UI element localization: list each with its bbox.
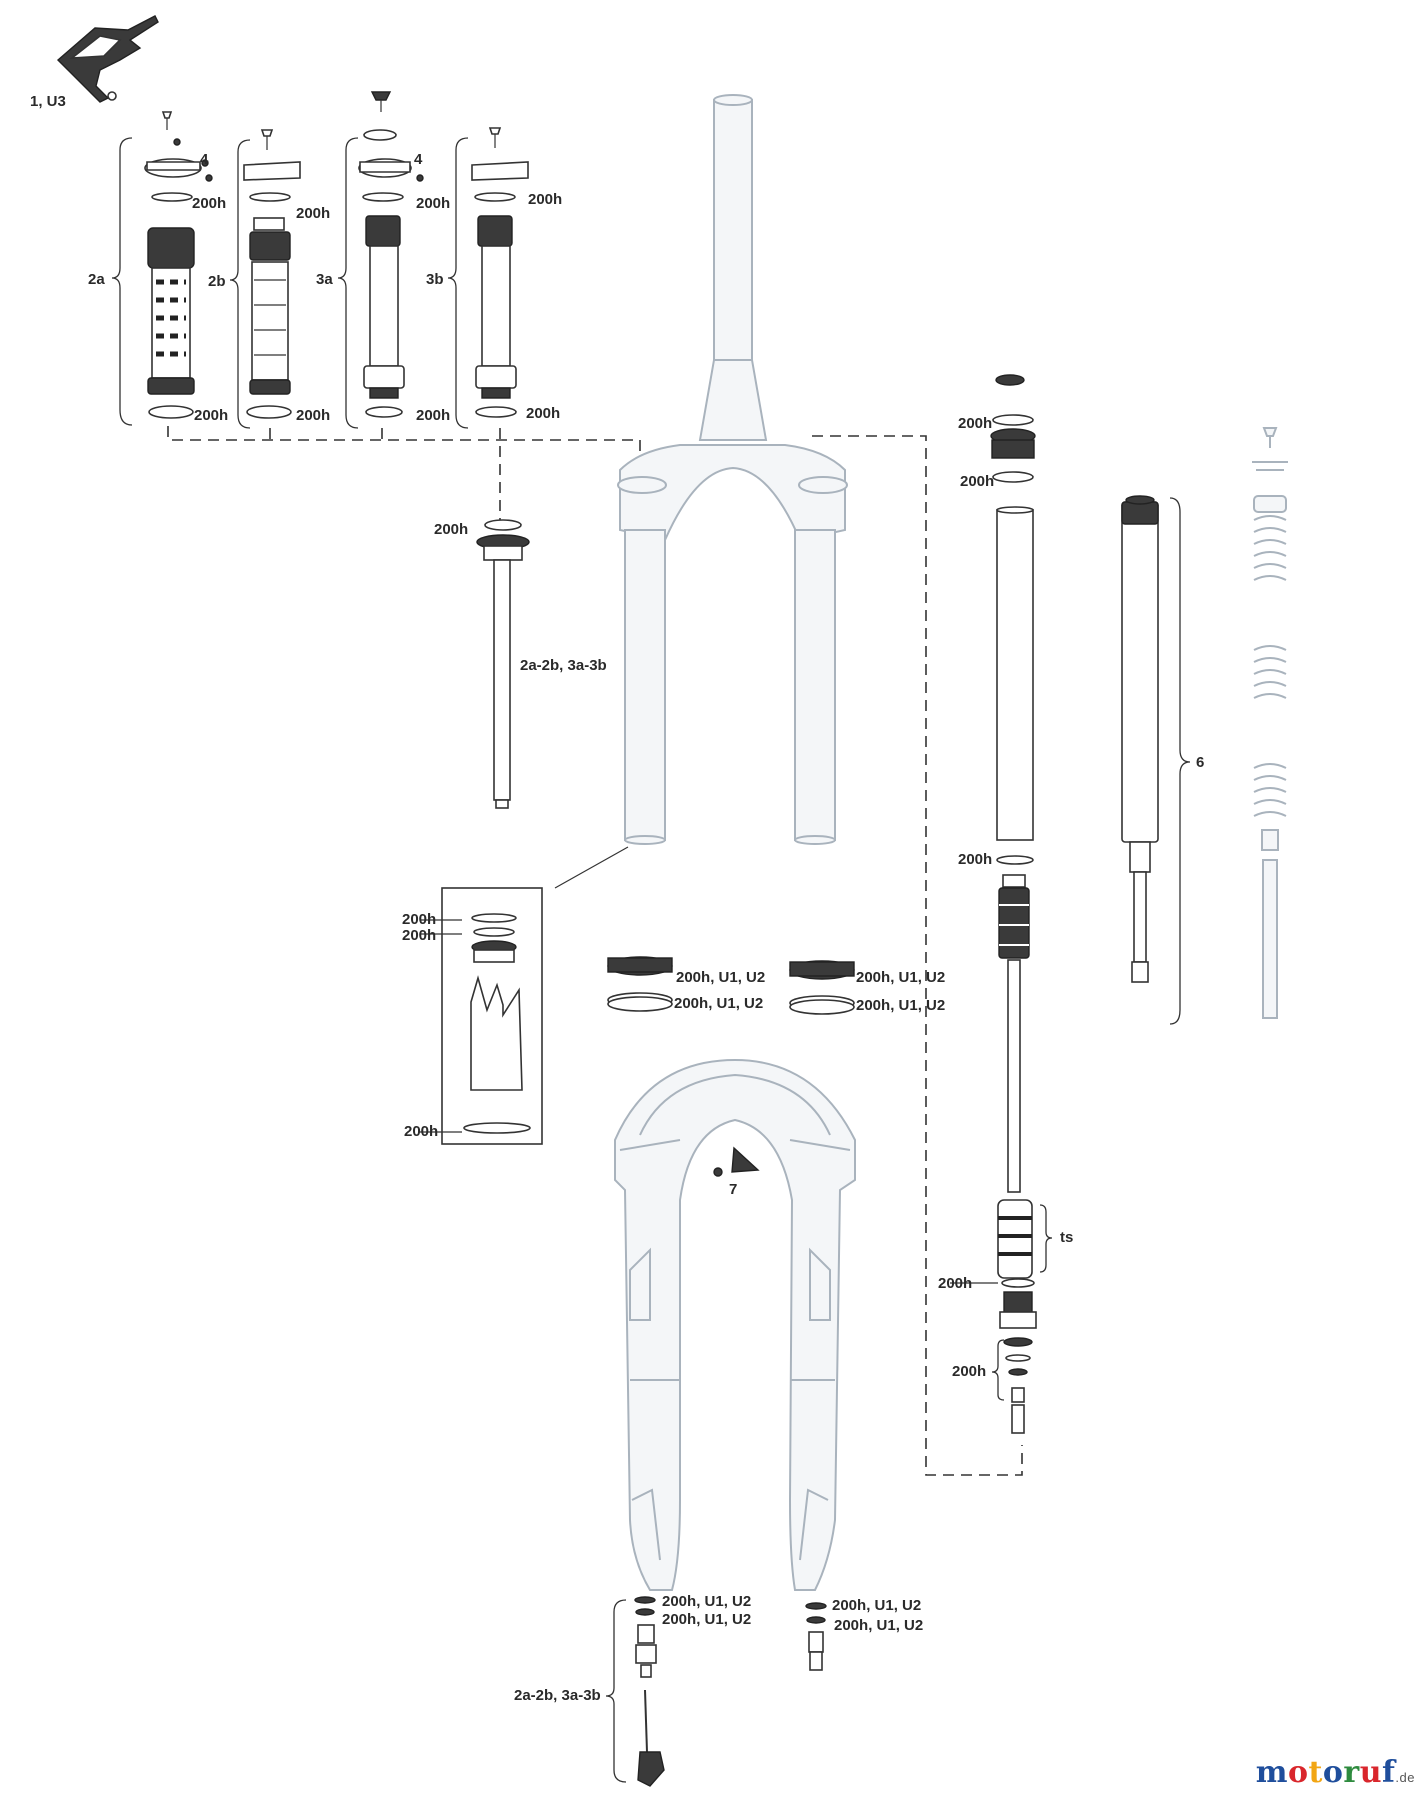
label-200h-right-3: 200h — [958, 851, 992, 868]
label-bottom-bushing-3: 200h, U1, U2 — [832, 1597, 921, 1614]
dust-seals-right — [789, 960, 855, 1015]
logo-letter: o — [1322, 1755, 1344, 1790]
label-bottom-bushing-2: 200h, U1, U2 — [662, 1611, 751, 1628]
leader-cartridge-drops — [269, 428, 501, 525]
label-bushing-3: 200h, U1, U2 — [856, 969, 945, 986]
label-200h-3b-top: 200h — [528, 191, 562, 208]
damper-rod-assembly — [476, 519, 530, 809]
label-bottom-bushing-4: 200h, U1, U2 — [834, 1617, 923, 1634]
label-2b: 2b — [208, 273, 226, 290]
label-bushing-1: 200h, U1, U2 — [676, 969, 765, 986]
logo-suffix: .de — [1395, 1770, 1415, 1785]
label-200h-right-2: 200h — [960, 473, 994, 490]
label-200h-rod: 200h — [434, 521, 468, 538]
label-200h-3a-top: 200h — [416, 195, 450, 212]
damper-cartridge-3a — [337, 91, 424, 429]
volume-spacers-ts — [997, 1199, 1053, 1279]
leader-cartridges-to-crown — [167, 426, 641, 456]
detail-box-air-piston — [420, 887, 543, 1145]
label-200h-detail-2: 200h — [402, 927, 436, 944]
label-bottom-rod: 2a-2b, 3a-3b — [514, 1687, 601, 1704]
remote-shifter — [56, 15, 159, 103]
lower-rebound-parts — [605, 1596, 827, 1787]
label-3b: 3b — [426, 271, 444, 288]
label-200h-2a-bottom: 200h — [194, 407, 228, 424]
damper-cartridge-3b — [447, 127, 529, 429]
air-shaft-lower-parts — [950, 1278, 1037, 1434]
label-2a: 2a — [88, 271, 105, 288]
label-200h-right-5: 200h — [952, 1363, 986, 1380]
label-200h-2a-top: 200h — [192, 195, 226, 212]
label-200h-right-4: 200h — [938, 1275, 972, 1292]
lower-legs — [614, 1058, 856, 1591]
label-bushing-4: 200h, U1, U2 — [856, 997, 945, 1014]
damper-cartridge-2a — [111, 111, 213, 426]
label-bottom-bushing-1: 200h, U1, U2 — [662, 1593, 751, 1610]
damper-cartridge-2b — [229, 129, 301, 429]
leader-right-leg-to-spring — [812, 435, 1023, 1476]
logo-letter: o — [1288, 1755, 1309, 1790]
air-spring-tube-6 — [1121, 495, 1191, 1025]
label-200h-2b-top: 200h — [296, 205, 330, 222]
label-200h-3b-bottom: 200h — [526, 405, 560, 422]
label-200h-detail-1: 200h — [402, 911, 436, 928]
logo-letter: r — [1343, 1755, 1360, 1790]
label-200h-3a-bottom: 200h — [416, 407, 450, 424]
label-4-b: 4 — [414, 151, 423, 168]
label-6: 6 — [1196, 754, 1204, 771]
label-bushing-2: 200h, U1, U2 — [674, 995, 763, 1012]
label-200h-2b-bottom: 200h — [296, 407, 330, 424]
label-shifter: 1, U3 — [30, 93, 66, 110]
label-200h-right-1: 200h — [958, 415, 992, 432]
label-ts: ts — [1060, 1229, 1073, 1246]
air-spring-assembly — [990, 374, 1036, 1193]
label-3a: 3a — [316, 271, 333, 288]
logo-letter: f — [1382, 1755, 1396, 1790]
label-rod: 2a-2b, 3a-3b — [520, 657, 607, 674]
fork-badge-part-7 — [713, 1146, 760, 1177]
label-7: 7 — [729, 1181, 737, 1198]
motoruf-logo: motoruf.de — [1256, 1755, 1415, 1790]
crown-steerer-stanchions — [617, 94, 848, 845]
logo-letters: motoruf — [1256, 1755, 1396, 1790]
logo-letter: u — [1359, 1755, 1383, 1790]
label-200h-detail-3: 200h — [404, 1123, 438, 1140]
coil-spring-option — [1252, 427, 1288, 1019]
dust-seals-left — [607, 956, 673, 1012]
logo-letter: t — [1308, 1755, 1323, 1790]
label-4-a: 4 — [200, 151, 209, 168]
detail-leader-line — [554, 846, 629, 889]
logo-letter: m — [1255, 1755, 1288, 1790]
